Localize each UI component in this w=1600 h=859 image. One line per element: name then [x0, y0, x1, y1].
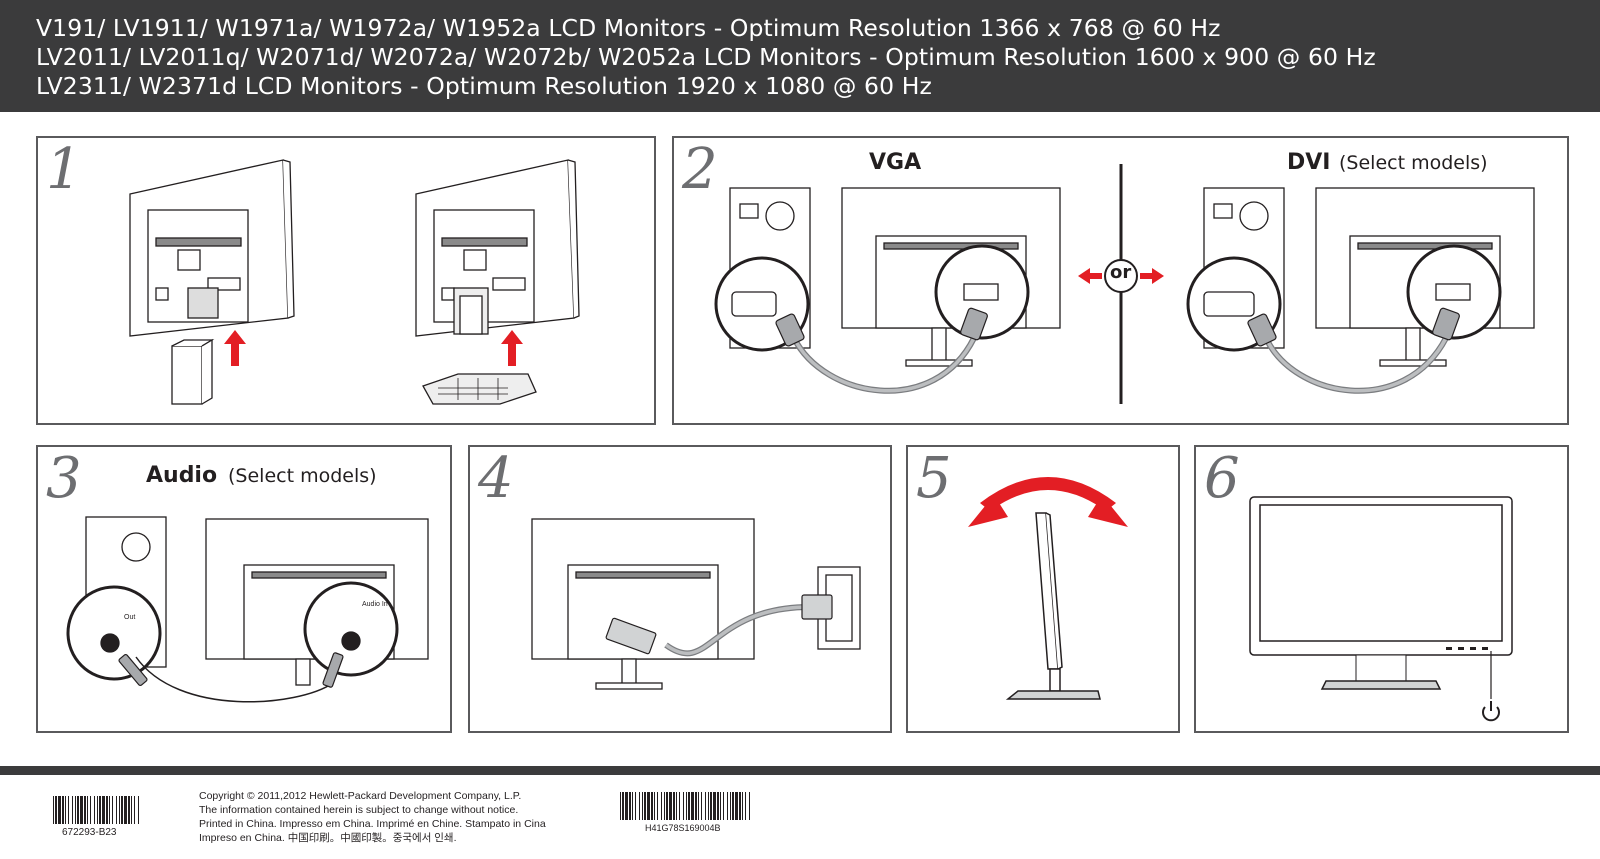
step-6-panel: 6	[1194, 445, 1569, 733]
footer-bar	[0, 766, 1600, 775]
double-arrow-icon	[1078, 268, 1164, 284]
step-number: 5	[916, 446, 952, 511]
step-6-illustration	[1249, 496, 1513, 722]
step-5-panel: 5	[906, 445, 1180, 733]
barcode-right	[620, 792, 750, 820]
header-banner: V191/ LV1911/ W1971a/ W1972a/ W1952a LCD…	[0, 0, 1600, 112]
power-icon	[1482, 701, 1500, 722]
step-3-panel: 3 Audio (Select models) Out Audio In	[36, 445, 452, 733]
copyright-line: The information contained herein is subj…	[199, 804, 519, 816]
dvi-label: DVI	[1287, 150, 1331, 175]
barcode-left	[53, 796, 139, 824]
curved-tilt-arrow-icon	[968, 477, 1128, 527]
step-number: 2	[682, 137, 718, 202]
audio-out-label: Out	[124, 614, 136, 621]
vga-label: VGA	[869, 150, 922, 175]
header-line-3: LV2311/ W2371d LCD Monitors - Optimum Re…	[36, 72, 932, 100]
audio-in-label: Audio In	[362, 601, 388, 608]
audio-note: (Select models)	[228, 465, 377, 487]
or-label: or	[1110, 262, 1132, 283]
header-line-1: V191/ LV1911/ W1971a/ W1972a/ W1952a LCD…	[36, 14, 1221, 42]
step-1-panel: 1	[36, 136, 656, 425]
step-number: 4	[478, 446, 514, 511]
header-line-2: LV2011/ LV2011q/ W2071d/ W2072a/ W2072b/…	[36, 43, 1376, 71]
step-4-illustration	[531, 518, 861, 690]
step-2-panel: 2 VGA DVI (Select models)	[672, 136, 1569, 425]
audio-label: Audio	[146, 463, 218, 488]
copyright-line: Printed in China. Impresso em China. Imp…	[199, 818, 546, 830]
dvi-note: (Select models)	[1339, 152, 1488, 174]
barcode-left-text: 672293-B23	[62, 827, 117, 838]
copyright-line: Impreso en China. 中国印刷。中國印製。중국에서 인쇄.	[199, 832, 457, 844]
copyright-line: Copyright © 2011,2012 Hewlett-Packard De…	[199, 790, 522, 802]
step-number: 6	[1204, 446, 1240, 511]
step-3-illustration	[66, 516, 429, 703]
step-number: 3	[46, 446, 82, 511]
up-arrow-icon	[224, 330, 523, 366]
step-1-illustration	[129, 159, 580, 405]
step-2-illustration	[714, 164, 1535, 404]
step-number: 1	[46, 137, 82, 202]
step-4-panel: 4	[468, 445, 892, 733]
barcode-right-text: H41G78S169004B	[645, 823, 721, 833]
step-5-illustration	[968, 477, 1128, 700]
copyright-block: Copyright © 2011,2012 Hewlett-Packard De…	[199, 789, 546, 845]
